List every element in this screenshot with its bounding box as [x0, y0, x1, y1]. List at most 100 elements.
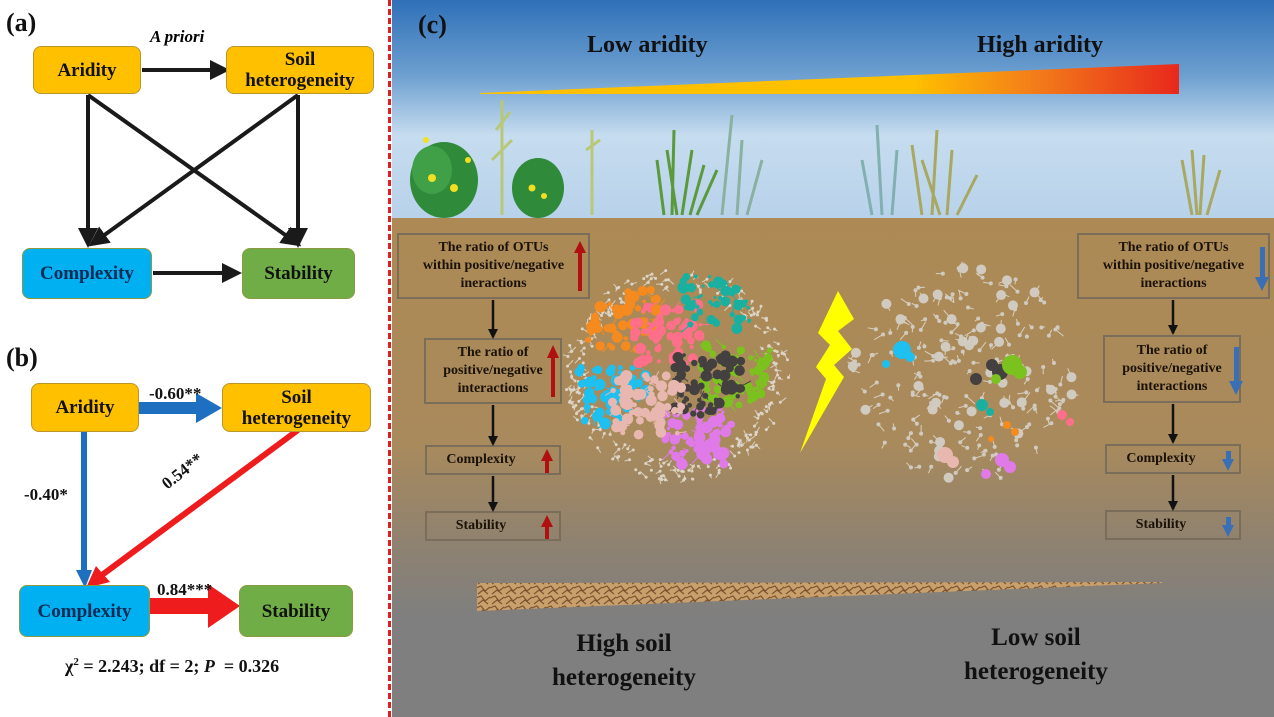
network-node [654, 276, 658, 280]
network-node [660, 282, 664, 286]
panel-c: (c) Low aridity High aridity [392, 0, 1274, 717]
network-node [903, 442, 908, 447]
network-node [697, 397, 702, 403]
network-node [992, 444, 997, 449]
network-node [566, 364, 570, 368]
network-edge [638, 330, 644, 335]
network-node [568, 387, 572, 391]
network-node [580, 414, 584, 418]
left-ratio-line-3: interactions [457, 381, 529, 396]
network-node [734, 365, 745, 376]
network-node [704, 439, 711, 446]
network-node [679, 449, 686, 457]
network-node [720, 296, 731, 307]
network-node [716, 353, 728, 365]
network-edge [686, 365, 690, 369]
network-node [619, 300, 623, 304]
network-node [577, 363, 585, 372]
right-stability-text: Stability [1135, 517, 1187, 532]
network-node [1013, 277, 1018, 282]
network-node [713, 295, 717, 299]
network-edge [729, 421, 732, 425]
network-node [707, 403, 713, 408]
network-node [608, 344, 616, 351]
right-complexity-text: Complexity [1126, 451, 1196, 466]
network-node [749, 313, 753, 317]
network-node [876, 422, 881, 427]
arrow-soil-complexity [88, 93, 300, 247]
network-node [772, 380, 776, 384]
network-node [1029, 287, 1040, 298]
network-edge [741, 380, 752, 387]
network-node [776, 353, 780, 357]
network-node [667, 417, 678, 429]
network-node [591, 312, 599, 321]
network-node [999, 397, 1010, 408]
network-node [754, 433, 758, 437]
right-flow-arrows [1168, 247, 1269, 537]
network-node [889, 350, 894, 355]
b-node-stability: Stability [239, 585, 353, 637]
network-node [767, 344, 771, 348]
network-node [710, 302, 715, 307]
network-node [627, 388, 634, 394]
network-node [905, 352, 915, 362]
network-node [752, 312, 756, 316]
network-node [944, 395, 949, 400]
network-node [602, 431, 606, 435]
network-node [756, 358, 768, 370]
network-edge [699, 417, 708, 428]
network-node [981, 469, 991, 479]
low-soil-line-2: heterogeneity [964, 658, 1108, 685]
network-node [971, 360, 976, 365]
network-node [649, 277, 653, 281]
network-edge [681, 324, 691, 333]
network-edge [654, 371, 660, 380]
network-node [608, 433, 612, 437]
network-node [677, 474, 681, 478]
network-node [736, 356, 746, 366]
network-node [676, 317, 682, 323]
network-node [708, 274, 712, 279]
network-node [749, 445, 753, 449]
network-node [914, 304, 919, 309]
soil-background [392, 218, 1274, 717]
network-node [771, 387, 775, 391]
grass-plant-icon [655, 114, 764, 216]
right-ratio-line-3: interactions [1136, 379, 1208, 394]
network-node [568, 343, 572, 347]
network-node [707, 299, 713, 305]
network-node [733, 454, 737, 458]
b-node-complexity: Complexity [19, 585, 150, 637]
network-node [596, 411, 601, 416]
network-edge [659, 316, 664, 319]
network-edge [662, 407, 670, 418]
network-node [994, 336, 1005, 347]
network-node [775, 350, 779, 354]
left-complexity-box: Complexity [425, 445, 561, 475]
network-node [956, 266, 961, 271]
network-node [752, 424, 756, 428]
network-node [577, 391, 581, 395]
network-node [785, 358, 789, 362]
network-node [946, 418, 951, 423]
network-node [1024, 334, 1029, 339]
network-node [657, 410, 666, 418]
network-illustration [562, 261, 1079, 485]
network-node [885, 408, 890, 413]
network-node [1021, 406, 1026, 411]
high-aridity-label: High aridity [977, 32, 1104, 58]
right-otu-line-3: ineractions [1140, 276, 1207, 291]
network-node [1049, 421, 1054, 426]
network-node [745, 436, 749, 440]
network-node [960, 349, 965, 354]
coef-aridity-soil: -0.60** [149, 384, 202, 403]
network-node [776, 342, 780, 346]
network-node [774, 368, 778, 372]
network-edge [677, 431, 687, 434]
network-node [575, 412, 579, 416]
network-node [929, 464, 934, 469]
network-node [672, 337, 683, 348]
left-ratio-line-1: The ratio of [457, 345, 529, 360]
network-node [914, 421, 919, 426]
